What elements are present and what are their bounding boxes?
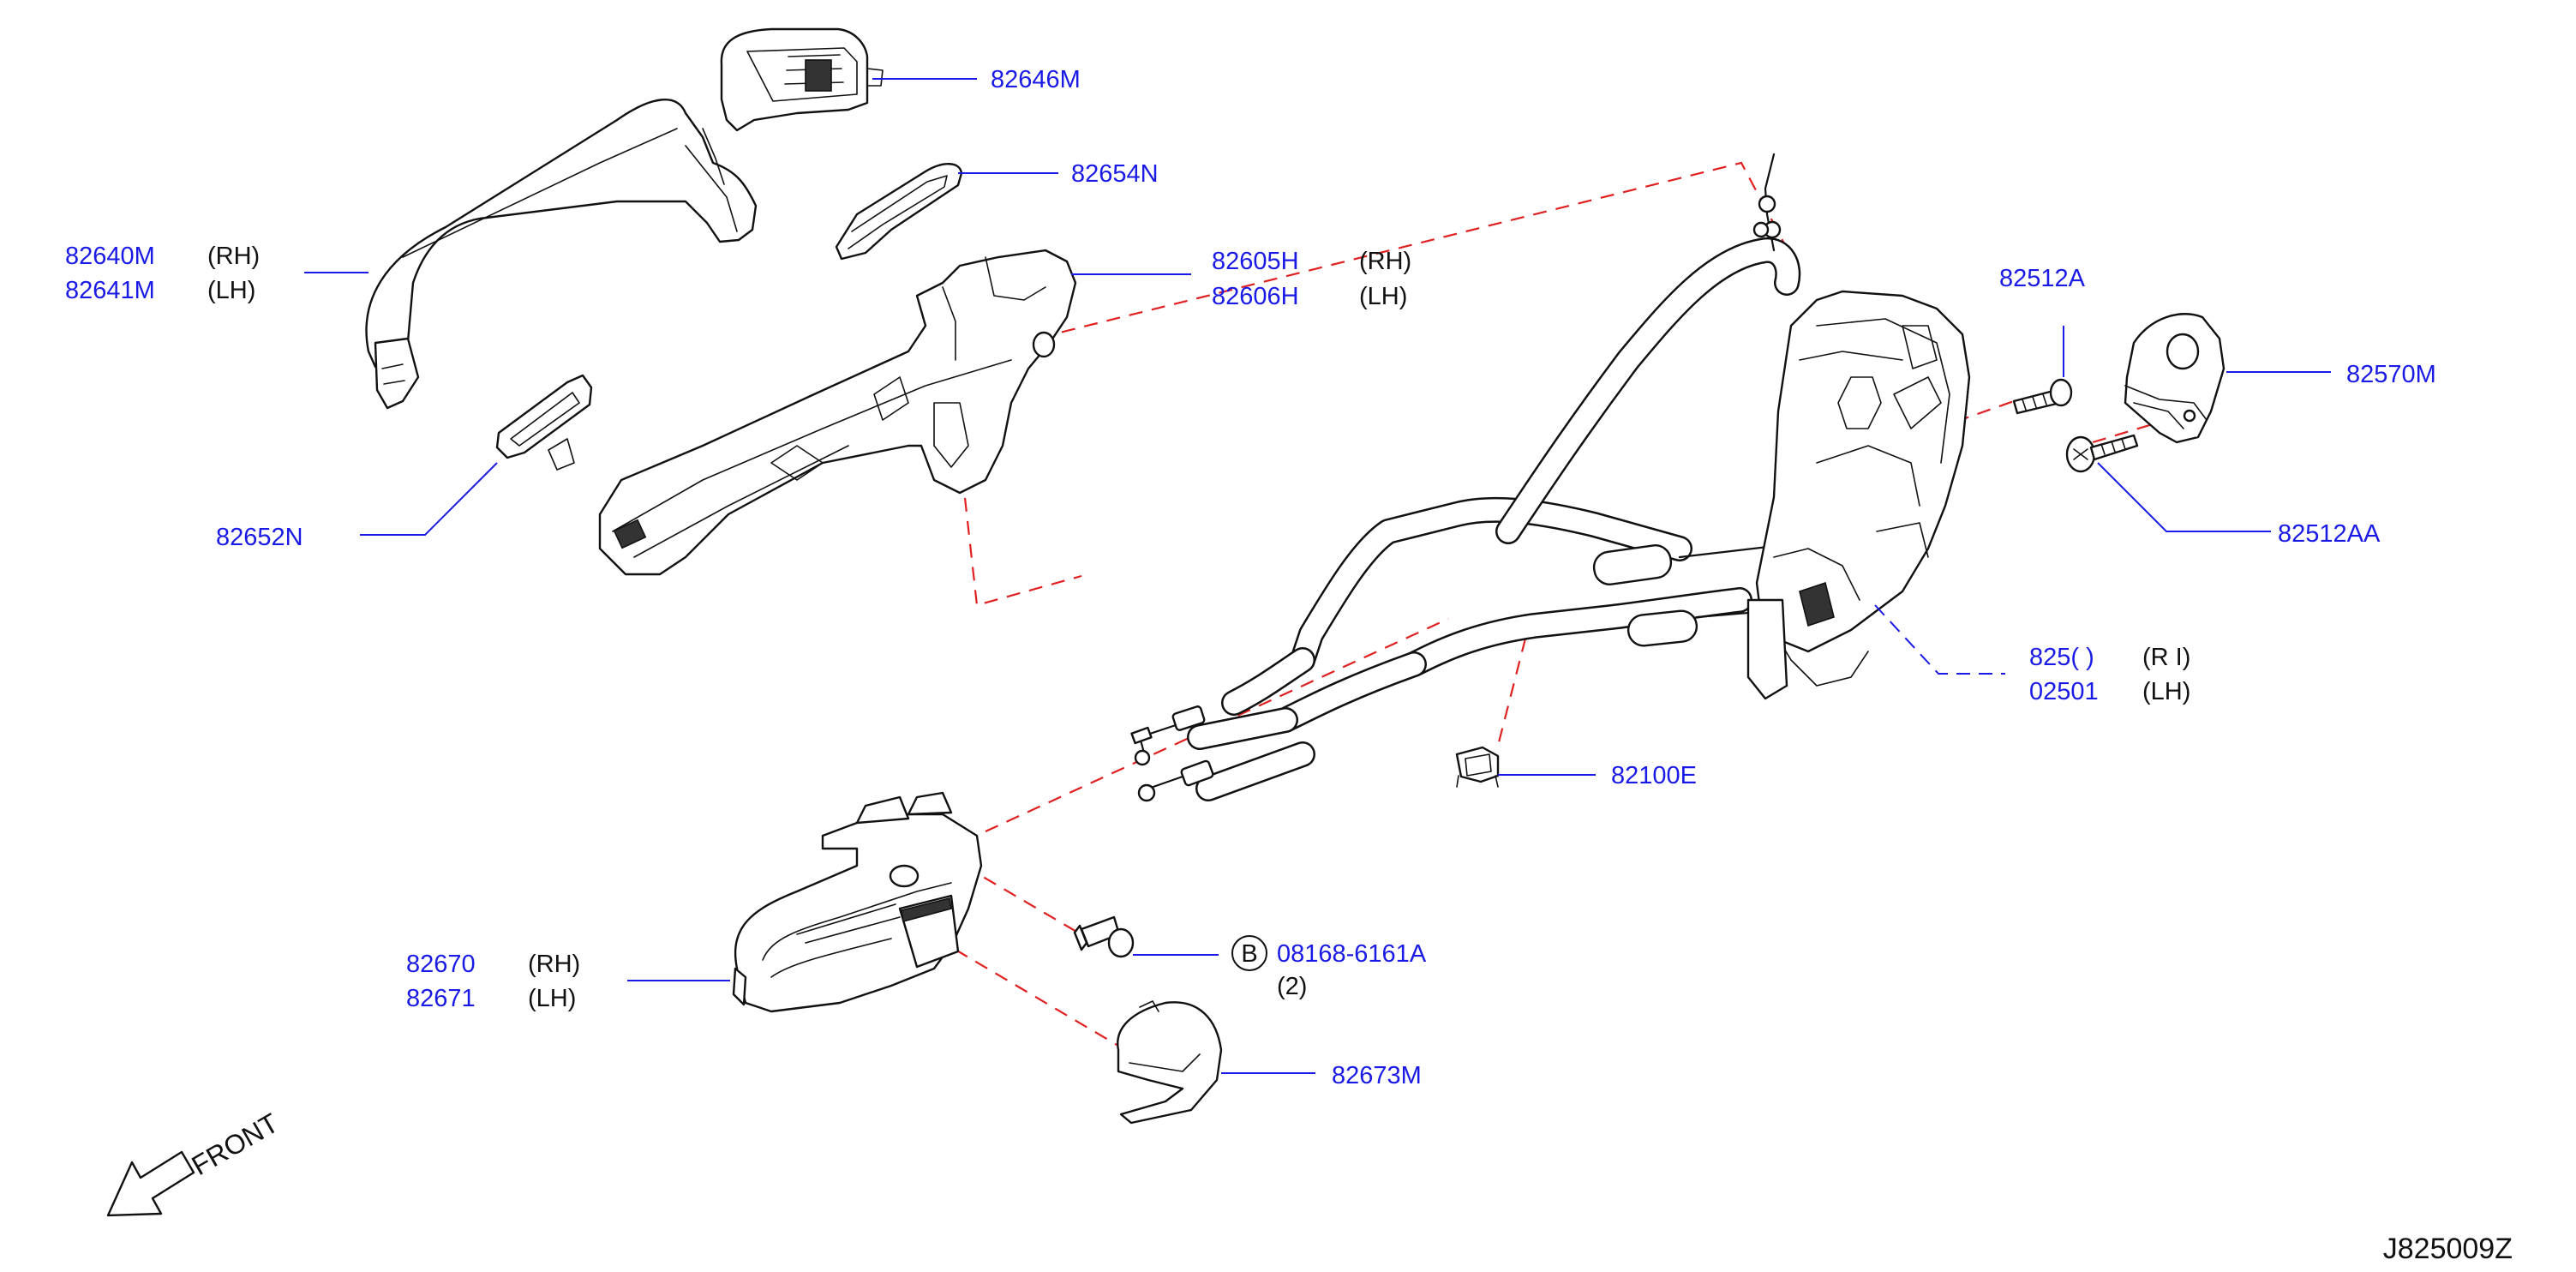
screw-82512AA-part	[2065, 434, 2139, 473]
label-82640M: 82640M	[65, 243, 155, 270]
label-82605H: 82605H	[1212, 248, 1299, 275]
label-82652N: 82652N	[216, 524, 303, 551]
striker-part	[2124, 313, 2226, 444]
dashed-guide-lines	[948, 161, 2173, 1047]
side-82500: (R I)	[2142, 644, 2190, 671]
side-82640M: (RH)	[207, 243, 260, 270]
inside-handle-cover-part	[1117, 1000, 1223, 1125]
side-82605H: (RH)	[1359, 248, 1411, 275]
side-82670: (RH)	[528, 951, 580, 978]
cable-ends	[1130, 705, 1315, 802]
bolt-badge-circle	[1231, 935, 1267, 971]
side-82501: (LH)	[2142, 678, 2190, 705]
bolt-label-group: B 08168-6161A (2)	[1231, 935, 1427, 1000]
label-82606H: 82606H	[1212, 283, 1299, 310]
label-82671: 82671	[406, 985, 476, 1012]
outside-handle-part	[365, 99, 758, 410]
bolt-quantity: (2)	[1277, 973, 1307, 1000]
label-82673M: 82673M	[1332, 1062, 1422, 1089]
bolt-08168-part	[1073, 915, 1135, 958]
leader-lines	[304, 78, 2331, 1074]
label-82512AA: 82512AA	[2278, 520, 2381, 548]
escutcheon-gasket-part	[495, 374, 593, 471]
label-82654N: 82654N	[1071, 160, 1159, 188]
screw-82512A-part	[2012, 378, 2073, 415]
handle-cap-part	[720, 27, 884, 132]
diagram-id: J825009Z	[2383, 1233, 2513, 1265]
inside-handle-part	[732, 791, 983, 1013]
label-82641M: 82641M	[65, 277, 155, 304]
gasket-part	[835, 163, 963, 261]
front-direction-indicator: FRONT	[106, 1107, 284, 1217]
label-82501: 02501	[2029, 678, 2099, 705]
label-82670: 82670	[406, 951, 476, 978]
part-labels: 82646M 82654N 82640M (RH) 82641M (LH) 82…	[65, 66, 2436, 1089]
front-label: FRONT	[187, 1107, 284, 1181]
label-82500: 825( )	[2029, 644, 2094, 671]
label-82646M: 82646M	[991, 66, 1081, 93]
front-arrow-icon	[106, 1150, 195, 1217]
side-82641M: (LH)	[207, 277, 255, 304]
handle-frame-part	[598, 249, 1077, 576]
bolt-badge-letter: B	[1241, 940, 1257, 968]
label-82512A: 82512A	[1999, 265, 2086, 292]
door-latch-assembly	[1221, 153, 1971, 733]
side-82671: (LH)	[528, 985, 576, 1012]
cable-clip-part	[1455, 746, 1500, 788]
side-82606H: (LH)	[1359, 283, 1407, 310]
label-82570M: 82570M	[2346, 361, 2436, 388]
label-08168-6161A: 08168-6161A	[1277, 940, 1427, 968]
label-82100E: 82100E	[1611, 762, 1697, 789]
